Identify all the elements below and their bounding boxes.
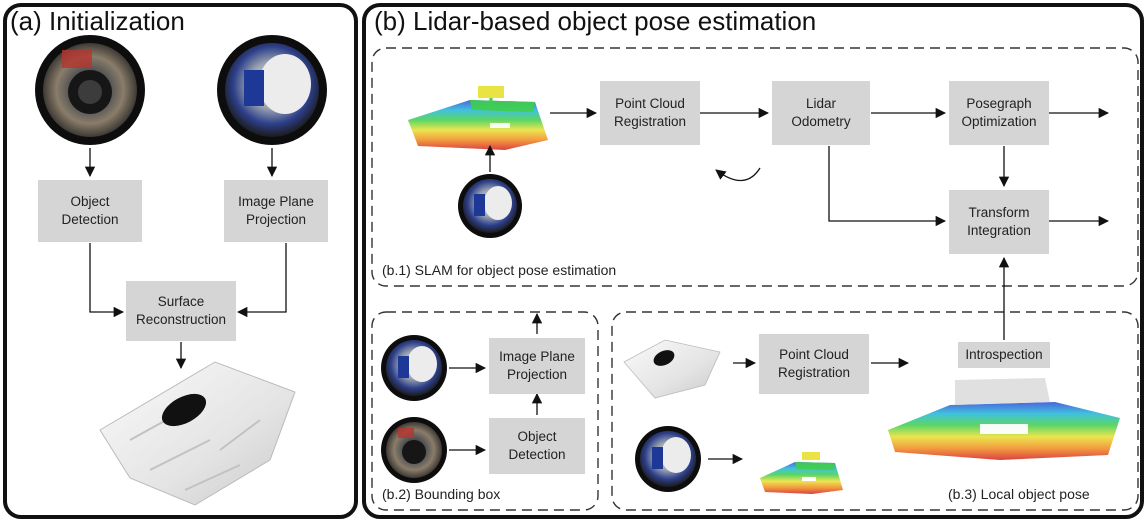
panel-b-title: (b) Lidar-based object pose estimation (374, 6, 817, 36)
transform-integration-box: Transform Integration (949, 190, 1049, 254)
posegraph-optimization-box: Posegraph Optimization (949, 81, 1049, 145)
point-cloud-registration-box: Point Cloud Registration (600, 81, 700, 145)
surface-reconstruction-box: Surface Reconstruction (126, 281, 236, 341)
object-detection-box: Object Detection (38, 180, 142, 242)
surface-mesh-image (99, 361, 296, 506)
bbox-region-label: (b.2) Bounding box (382, 486, 501, 502)
panel-b-frame (362, 3, 1144, 519)
image-plane-projection-box-bbox: Image Plane Projection (489, 338, 585, 394)
lidar-sensor-icon-bbox (381, 335, 447, 401)
panel-a-title: (a) Initialization (10, 6, 185, 36)
panel-a-frame (3, 3, 358, 519)
point-cloud-image-local-large (888, 378, 1120, 460)
bbox-region-frame (371, 311, 599, 511)
local-region-label: (b.3) Local object pose (948, 486, 1090, 502)
camera-sensor-icon-bbox (381, 417, 447, 483)
point-cloud-registration-box-local: Point Cloud Registration (759, 334, 869, 394)
point-cloud-image-local-small (760, 452, 843, 494)
slam-region-label: (b.1) SLAM for object pose estimation (382, 262, 617, 278)
slam-region-frame (371, 47, 1139, 287)
camera-sensor-icon (35, 35, 145, 145)
lidar-sensor-icon (217, 35, 327, 145)
lidar-sensor-icon-slam (458, 174, 522, 238)
image-plane-projection-box: Image Plane Projection (224, 180, 328, 242)
object-detection-box-bbox: Object Detection (489, 418, 585, 474)
lidar-odometry-box: Lidar Odometry (772, 81, 870, 145)
local-region-frame (611, 311, 1139, 511)
introspection-box: Introspection (958, 342, 1050, 368)
point-cloud-image-slam (408, 86, 548, 150)
surface-mesh-image-local (623, 339, 721, 399)
lidar-sensor-icon-local (635, 426, 701, 492)
